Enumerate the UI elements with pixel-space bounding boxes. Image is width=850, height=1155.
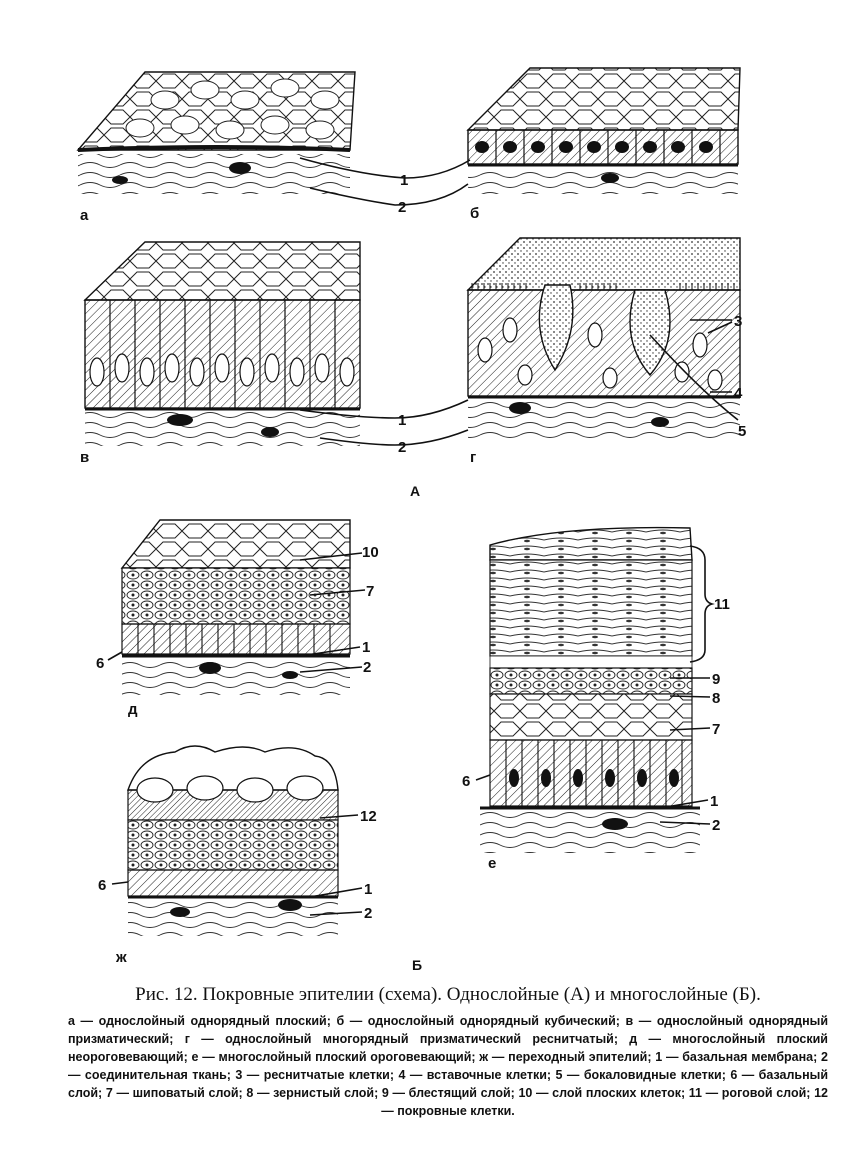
label-1-e: 1 bbox=[710, 793, 718, 810]
stratum-lucidum bbox=[489, 655, 693, 669]
label-1-basement: 1 bbox=[400, 172, 408, 189]
label-6-basal-e: 6 bbox=[462, 773, 470, 790]
label-3-ciliated: 3 bbox=[734, 313, 742, 330]
connective-tissue-a bbox=[78, 154, 350, 194]
stratum-spinosum bbox=[489, 693, 693, 741]
basement-membrane-a bbox=[77, 145, 351, 152]
stratum-corneum bbox=[489, 559, 693, 657]
figure-caption-legend: а — однослойный однорядный плоский; б — … bbox=[68, 1014, 828, 1118]
label-9-lucidum: 9 bbox=[712, 671, 720, 688]
label-5-goblet: 5 bbox=[738, 423, 746, 440]
label-10-flat-cells: 10 bbox=[362, 544, 379, 561]
section-letter-B: Б bbox=[412, 957, 422, 973]
label-2-zh: 2 bbox=[364, 905, 372, 922]
panel-letter-v: в bbox=[80, 449, 89, 466]
panel-b-cuboidal bbox=[466, 67, 741, 194]
label-2-connective: 2 bbox=[398, 199, 406, 216]
label-11-corneum: 11 bbox=[714, 596, 730, 613]
panel-letter-a: а bbox=[80, 207, 89, 224]
label-7-spinous-e: 7 bbox=[712, 721, 720, 738]
figure-caption-title: Рис. 12. Покровные эпителии (схема). Одн… bbox=[135, 984, 761, 1005]
label-1-d: 1 bbox=[362, 639, 370, 656]
stratum-basale bbox=[489, 739, 693, 807]
goblet-cell-2 bbox=[629, 289, 671, 377]
label-12-covering: 12 bbox=[360, 808, 377, 825]
label-7-spinous-d: 7 bbox=[366, 583, 374, 600]
panel-zh-transitional bbox=[127, 745, 339, 936]
panel-e-keratinized bbox=[480, 526, 700, 853]
panel-letter-e: е bbox=[488, 855, 496, 872]
goblet-cell-1 bbox=[538, 284, 574, 372]
label-6-basal-d: 6 bbox=[96, 655, 104, 672]
label-1-basement-lower: 1 bbox=[398, 412, 406, 429]
label-2-e: 2 bbox=[712, 817, 720, 834]
stratum-granulosum bbox=[489, 667, 693, 695]
epithelium-figure: 1 2 1 2 3 4 5 10 7 6 1 2 11 9 8 7 6 1 2 … bbox=[76, 67, 746, 973]
panel-v-columnar bbox=[83, 241, 361, 446]
panel-letter-b: б bbox=[470, 205, 479, 222]
panel-letters: а б в г д е ж bbox=[80, 205, 496, 966]
panel-letter-d: д bbox=[128, 701, 138, 718]
label-2-connective-lower: 2 bbox=[398, 439, 406, 456]
panel-letter-zh: ж bbox=[115, 949, 127, 966]
panel-g-ciliated bbox=[466, 237, 741, 438]
number-labels: 1 2 1 2 3 4 5 10 7 6 1 2 11 9 8 7 6 1 2 … bbox=[96, 172, 746, 922]
label-8-granulosum: 8 bbox=[712, 690, 720, 707]
section-letter-A: А bbox=[410, 483, 420, 499]
panel-a-squamous bbox=[76, 71, 356, 194]
panel-d-stratified bbox=[120, 519, 351, 695]
label-6-basal-zh: 6 bbox=[98, 877, 106, 894]
label-4-intercalated: 4 bbox=[734, 385, 743, 402]
panel-letter-g: г bbox=[470, 449, 476, 466]
leader-lines bbox=[107, 157, 739, 916]
label-1-zh: 1 bbox=[364, 881, 372, 898]
label-2-d: 2 bbox=[363, 659, 371, 676]
